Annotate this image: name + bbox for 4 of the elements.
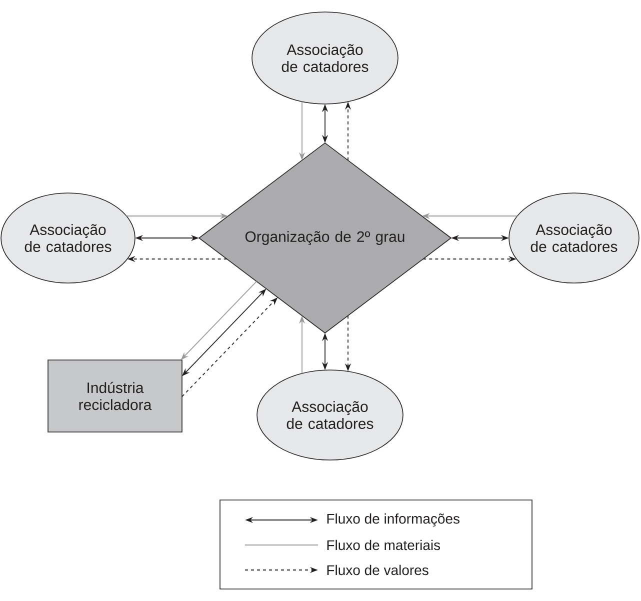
industry-box: Indústria recicladora <box>48 360 182 432</box>
legend-text: Fluxo de valores <box>327 564 428 576</box>
legend-text: Fluxo de materiais <box>327 540 440 550</box>
legend-text: Fluxo de informações <box>327 513 460 527</box>
